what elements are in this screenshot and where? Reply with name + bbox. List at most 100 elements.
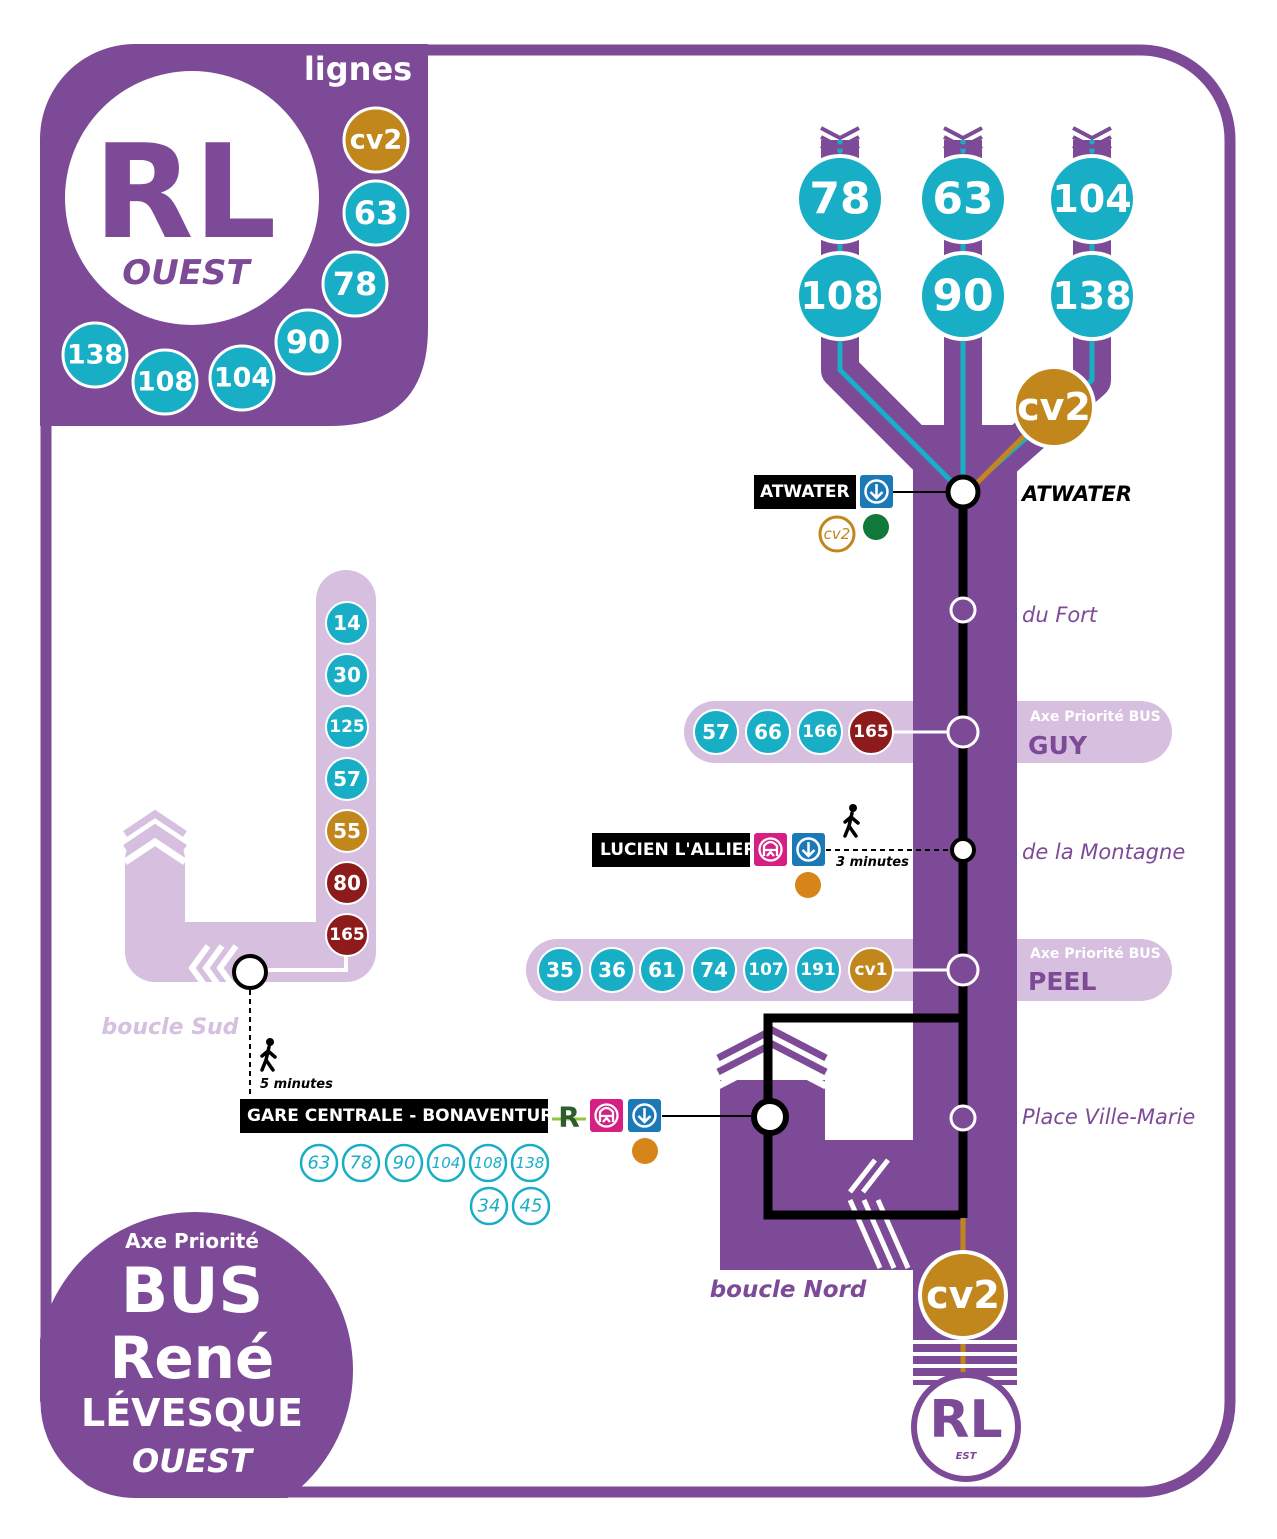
stop-gare-centrale[interactable] — [751, 1098, 789, 1136]
gare-90-label: 90 — [393, 1153, 416, 1174]
guy-166-badge[interactable] — [797, 709, 843, 755]
walk-lucien-icon — [843, 804, 860, 838]
guy-166-label: 166 — [802, 722, 838, 742]
header-line-78-badge[interactable] — [321, 250, 389, 318]
boucle-sud-14-badge[interactable] — [325, 601, 369, 645]
gare-34-badge[interactable] — [469, 1186, 509, 1226]
peel-191-label: 191 — [800, 960, 836, 980]
chevron-down-icon — [1072, 135, 1112, 150]
peel-107-label: 107 — [748, 960, 784, 980]
gare-90-badge[interactable] — [384, 1143, 424, 1183]
header-line-cv2-badge[interactable] — [342, 106, 410, 174]
footer-axe: Axe Priorité — [125, 1229, 259, 1253]
gare-138-label: 138 — [516, 1154, 545, 1172]
station-guy: GUY — [1028, 731, 1088, 760]
stop-de-la-montagne[interactable] — [950, 837, 976, 863]
boucle-sud-55-label: 55 — [333, 819, 361, 843]
peel-35-badge[interactable] — [537, 947, 583, 993]
header-line-104-label: 104 — [214, 363, 270, 394]
metro-atwater-name: ATWATER — [760, 482, 850, 502]
guy-axe-label: Axe Priorité BUS — [1030, 709, 1161, 725]
chevron-down-icon — [943, 126, 983, 141]
header-line-90-badge[interactable] — [274, 308, 342, 376]
boucle-sud-stop[interactable] — [232, 954, 268, 990]
boucle-sud-side-chevrons — [188, 944, 239, 992]
header-line-63-label: 63 — [354, 194, 399, 232]
header-line-138-badge[interactable] — [61, 321, 129, 389]
boucle-sud-55-badge[interactable] — [325, 809, 369, 853]
cv2-bottom-label: cv2 — [926, 1273, 1000, 1317]
gare-78-badge[interactable] — [341, 1143, 381, 1183]
rl-est-sub: EST — [956, 1451, 978, 1462]
header-line-138-label: 138 — [67, 340, 123, 371]
gare-45-label: 45 — [520, 1196, 543, 1217]
chevron-down-icon — [1072, 126, 1112, 141]
header-line-104-badge[interactable] — [208, 344, 276, 412]
chevron-down-icon — [820, 135, 860, 150]
metro-icon — [864, 479, 889, 504]
peel-191-badge[interactable] — [795, 947, 841, 993]
boucle-sud-57-badge[interactable] — [325, 757, 369, 801]
peel-74-badge[interactable] — [691, 947, 737, 993]
gare-104-badge[interactable] — [426, 1143, 466, 1183]
peel-107-badge[interactable] — [743, 947, 789, 993]
stop-peel[interactable] — [946, 953, 980, 987]
branch-second-138-badge[interactable] — [1047, 251, 1137, 341]
header-line-cv2-label: cv2 — [350, 125, 402, 156]
orange-line-dot-gare — [632, 1138, 658, 1164]
metro-icon-gare — [632, 1103, 657, 1128]
stop-atwater[interactable] — [945, 474, 981, 510]
gare-78-label: 78 — [350, 1153, 373, 1174]
peel-cv1-badge[interactable] — [848, 947, 894, 993]
peel-61-badge[interactable] — [639, 947, 685, 993]
boucle-sud-165-label: 165 — [329, 925, 365, 945]
gare-34-label: 34 — [478, 1196, 501, 1217]
gare-45-badge[interactable] — [511, 1186, 551, 1226]
boucle-sud-chevron-3 — [123, 809, 187, 837]
header-line-63-badge[interactable] — [342, 179, 410, 247]
cv2-branch-badge — [1012, 365, 1096, 449]
branch-top-104-badge[interactable] — [1047, 154, 1137, 244]
branch-second-108-badge[interactable] — [795, 251, 885, 341]
peel-36-badge[interactable] — [589, 947, 635, 993]
branch-second-90-badge[interactable] — [918, 251, 1008, 341]
branch-top-78-badge[interactable] — [795, 154, 885, 244]
guy-165-badge[interactable] — [848, 709, 894, 755]
lucien-name: LUCIEN L'ALLIER — [600, 840, 756, 860]
gare-138-badge[interactable] — [510, 1143, 550, 1183]
gare-108-badge[interactable] — [468, 1143, 508, 1183]
lignes-label: lignes — [304, 50, 412, 88]
metro-arrow-icon — [869, 484, 884, 500]
rl-title: RL — [94, 116, 277, 268]
stop-du-fort[interactable] — [949, 596, 977, 624]
gare-box[interactable] — [240, 1099, 548, 1133]
guy-66-badge[interactable] — [745, 709, 791, 755]
footer-levesque: LÉVESQUE — [81, 1391, 303, 1435]
header-line-108-label: 108 — [137, 367, 193, 398]
gare-63-badge[interactable] — [299, 1143, 339, 1183]
guy-57-badge[interactable] — [693, 709, 739, 755]
boucle-sud-165-badge[interactable] — [325, 913, 369, 957]
branch-top-63-badge[interactable] — [918, 154, 1008, 244]
branch-top-104-label: 104 — [1052, 177, 1131, 221]
peel-36-label: 36 — [598, 958, 626, 982]
gare-name: GARE CENTRALE - BONAVENTURE — [247, 1106, 565, 1126]
boucle-sud-30-badge[interactable] — [325, 653, 369, 697]
walk-sud-icon — [260, 1038, 277, 1072]
peel-61-label: 61 — [648, 958, 676, 982]
metro-atwater-box[interactable] — [754, 475, 856, 509]
train-icon — [758, 837, 783, 862]
boucle-sud-80-badge[interactable] — [325, 861, 369, 905]
orange-line-dot-lucien — [795, 872, 821, 898]
boucle-sud-125-badge[interactable] — [325, 705, 369, 749]
header-line-108-badge[interactable] — [131, 348, 199, 416]
boucle-sud-chevron-2 — [123, 823, 187, 851]
branch-top-63-label: 63 — [932, 174, 993, 225]
stop-guy[interactable] — [946, 715, 980, 749]
gare-63-label: 63 — [308, 1153, 331, 1174]
lucien-box[interactable] — [592, 833, 750, 867]
stop-place-ville-marie[interactable] — [949, 1104, 977, 1132]
